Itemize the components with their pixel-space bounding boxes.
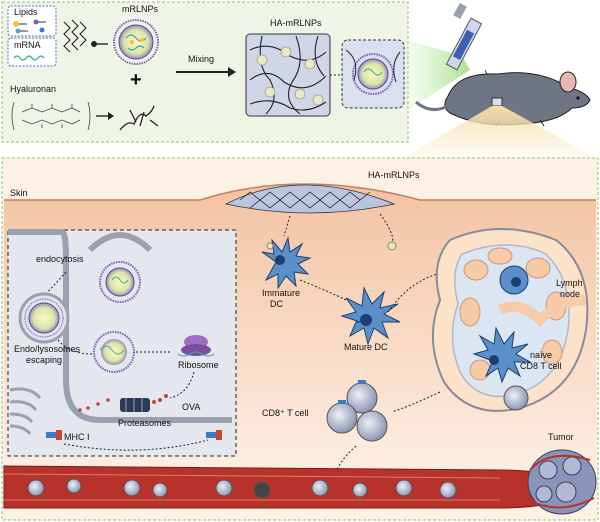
entering-mrlnp-icon [99,261,141,303]
node-dc-icon [499,265,529,295]
immature-dc-label-1: Immature [262,288,300,298]
endo-escape-label-2: escaping [26,355,62,365]
ha-mrlnps-label-main: HA-mRLNPs [368,170,420,180]
mrna-label: mRNA [14,40,41,50]
cell-membrane [8,229,232,423]
tumor-label: Tumor [548,432,574,442]
naive-label-1: naïve [530,350,552,360]
endocytic-pit [87,232,153,253]
mhc-icon [46,430,62,440]
cd8-tcells-icon [326,380,388,442]
blood-vessel [3,465,561,509]
mixing-arrow-icon [228,67,236,77]
hyaluronan-label: Hyaluronan [10,84,56,94]
lymph-label-1: Lymph [556,278,583,288]
mature-dc-icon [340,286,401,346]
hyaluronan-chains [119,105,159,131]
node-mature-dc-icon [472,326,532,384]
mrlnp-particle-icon [113,19,159,65]
syringe-icon [445,2,497,93]
arrow-dot [91,41,97,47]
proteasome-icon [120,398,150,412]
surface-mhc-icon [206,430,222,440]
tumor-icon [527,449,597,515]
free-particle [387,241,397,251]
naive-label-2: CD8 T cell [520,361,562,371]
skin-surface-line [4,183,596,201]
plus-sign: + [130,69,142,91]
hydrogel-network [249,35,327,115]
ova-label: OVA [182,402,200,412]
vessel-tcells [27,478,457,499]
hyaluronan-structure [11,101,91,131]
lipid-icons [13,19,46,34]
endo-escape-label-1: Endo/lysosomes [14,344,81,354]
mixing-label: Mixing [188,54,214,64]
hydrogel-particles [256,46,324,106]
endosome-icon [18,292,70,344]
ribosome-icon [177,335,215,357]
mhc-label: MHC I [64,432,90,442]
mrna-strand-icon [13,55,45,61]
mrna-box [7,37,57,67]
naive-tcell-icon [503,385,529,411]
skin-label: Skin [10,188,28,198]
lymph-node-icon [431,228,589,412]
immature-dc-label-2: DC [270,299,283,309]
endoplasmic-reticulum [9,387,42,435]
immature-dc-icon [261,236,312,290]
mrlnps-label: mRLNPs [122,4,159,14]
lymph-label-2: node [560,289,580,299]
endocytosis-label: endocytosis [36,254,84,264]
ova-peptides [152,394,168,404]
cd8-label: CD8⁺ T cell [262,408,308,418]
injection-beam [400,106,600,160]
mature-dc-label: Mature DC [344,342,388,352]
peptide-fragments [78,398,110,412]
mouse-illustration [415,71,591,127]
zoom-mrlnp-icon [345,49,401,95]
ribosome-label: Ribosome [178,360,219,370]
released-mrlnp-icon [93,331,135,373]
injection-site-icon [491,97,503,107]
proteasomes-label: Proteasomes [118,418,172,428]
depot-mesh [239,191,371,209]
lipid-lattice [63,19,87,53]
lipids-label: Lipids [14,7,38,17]
ha-mrlnps-label-top: HA-mRLNPs [270,18,322,28]
